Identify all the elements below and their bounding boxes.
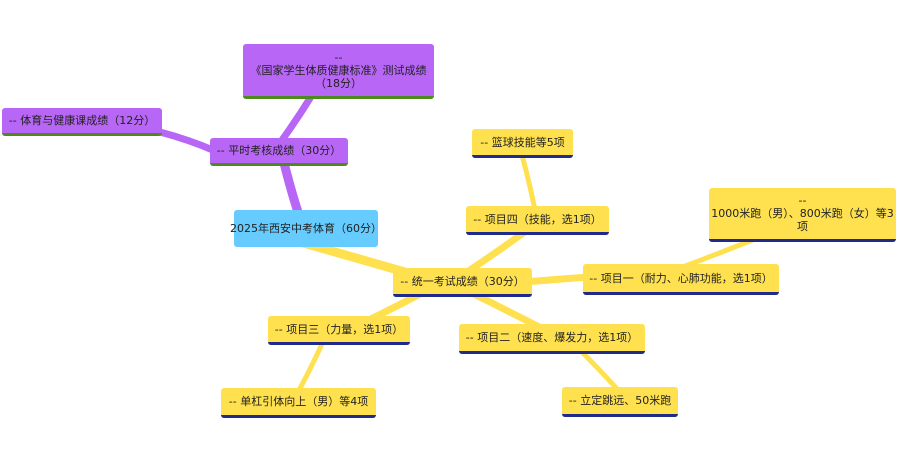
fitness-standard-prefix: -- xyxy=(334,50,343,64)
edge-exam-item1 xyxy=(521,273,594,286)
edge-regular-standard xyxy=(278,91,316,144)
distance-run-line1: 1000米跑（男）、800米跑（女）等3 xyxy=(711,207,894,220)
edge-regular-pecourse xyxy=(156,128,219,155)
node-regular-assessment[interactable]: -- 平时考核成绩（30分） xyxy=(210,138,348,166)
fitness-standard-line1: 《国家学生体质健康标准》测试成绩 xyxy=(250,63,427,77)
node-distance-run[interactable]: -- 1000米跑（男）、800米跑（女）等3 项 xyxy=(709,188,896,242)
basketball-label: -- 篮球技能等5项 xyxy=(480,135,565,149)
item2-label: -- 项目二（速度、爆发力，选1项） xyxy=(465,331,639,344)
distance-run-line2: 项 xyxy=(797,220,808,233)
jump-sprint-label: -- 立定跳远、50米跑 xyxy=(568,394,672,407)
root-label: 2025年西安中考体育（60分） xyxy=(230,222,382,235)
fitness-standard-line2: （18分） xyxy=(315,76,362,90)
unified-exam-label: -- 统一考试成绩（30分） xyxy=(400,274,525,288)
node-item1[interactable]: -- 项目一（耐力、心肺功能，选1项） xyxy=(583,264,779,295)
regular-assessment-label: -- 平时考核成绩（30分） xyxy=(216,144,342,157)
node-fitness-standard-score[interactable]: -- 《国家学生体质健康标准》测试成绩 （18分） xyxy=(243,44,434,99)
edge-item3-pullup xyxy=(295,341,325,395)
item3-label: -- 项目三（力量，选1项） xyxy=(274,322,404,336)
item1-label: -- 项目一（耐力、心肺功能，选1项） xyxy=(589,271,773,285)
node-basketball[interactable]: -- 篮球技能等5项 xyxy=(472,129,573,158)
pullup-label: -- 单杠引体向上（男）等4项 xyxy=(228,395,369,408)
node-pe-course-score[interactable]: -- 体育与健康课成绩（12分） xyxy=(2,108,162,136)
edge-item4-basketball xyxy=(519,152,538,213)
node-unified-exam[interactable]: -- 统一考试成绩（30分） xyxy=(393,268,532,297)
node-jump-sprint[interactable]: -- 立定跳远、50米跑 xyxy=(562,387,678,417)
pe-course-label: -- 体育与健康课成绩（12分） xyxy=(8,114,156,127)
node-item2[interactable]: -- 项目二（速度、爆发力，选1项） xyxy=(459,324,645,354)
item4-label: -- 项目四（技能，选1项） xyxy=(473,212,602,226)
edge-item2-jump xyxy=(577,347,621,393)
node-item3[interactable]: -- 项目三（力量，选1项） xyxy=(268,316,410,345)
distance-run-prefix: -- xyxy=(798,194,807,207)
node-item4[interactable]: -- 项目四（技能，选1项） xyxy=(466,206,609,235)
root-node[interactable]: 2025年西安中考体育（60分） xyxy=(230,210,382,247)
node-pullup[interactable]: -- 单杠引体向上（男）等4项 xyxy=(221,388,376,418)
